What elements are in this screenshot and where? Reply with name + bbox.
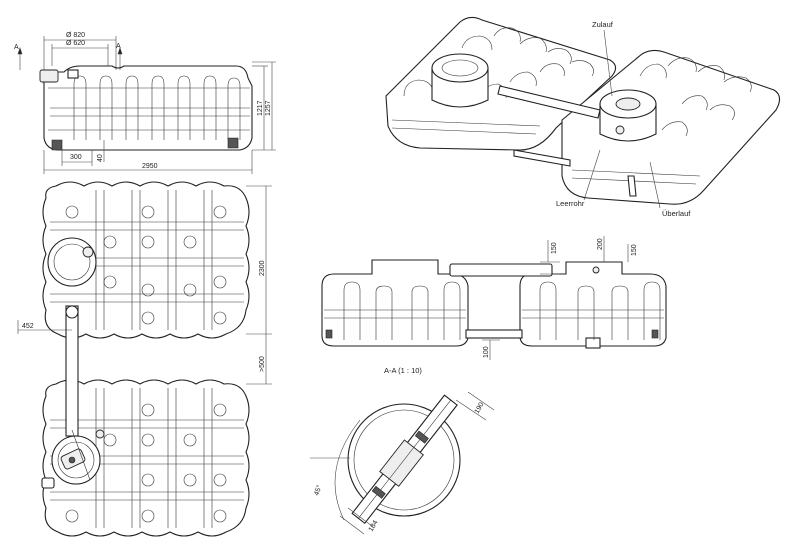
isometric-view: Zulauf Leerrohr Überlauf <box>385 16 781 218</box>
dim-100: 100 <box>483 346 490 358</box>
iso-manhole-left <box>431 53 489 108</box>
top-tank-2-manhole <box>51 429 105 485</box>
dim-pipe-offset: 452 <box>22 323 34 330</box>
dim-190: 190 <box>474 401 486 415</box>
connecting-pipe <box>41 305 91 489</box>
dim-height-2: 1257 <box>265 100 272 116</box>
section-view: A-A (1 : 10) 45° 190 184 <box>310 366 495 535</box>
iso-manhole-right <box>599 89 657 142</box>
dim-150-left: 150 <box>551 242 558 254</box>
side-tank-left <box>321 259 469 347</box>
dim-length: 2950 <box>142 163 158 170</box>
top-tank-2-bosses <box>65 403 227 523</box>
dim-200: 200 <box>597 238 604 250</box>
side-view: 150 200 150 100 <box>321 236 667 360</box>
dim-offset: 300 <box>70 154 82 161</box>
label-inlet: Zulauf <box>592 20 614 29</box>
dim-184: 184 <box>368 519 380 533</box>
dim-height-1: 1217 <box>257 100 264 116</box>
dim-150-right: 150 <box>631 244 638 256</box>
section-title: A-A (1 : 10) <box>384 366 422 375</box>
dim-min-spacing: >500 <box>259 356 266 372</box>
label-overflow: Überlauf <box>662 209 691 218</box>
dim-width: 2300 <box>259 260 266 276</box>
iso-tank-right <box>561 49 781 205</box>
iso-pipe <box>497 85 637 197</box>
top-view: 2300 >500 452 <box>17 181 272 537</box>
top-tank-1-outline <box>42 181 250 339</box>
dim-small: 40 <box>97 154 104 162</box>
section-marker-right: A <box>116 43 121 50</box>
dim-outer-diameter: Ø 820 <box>66 32 85 39</box>
front-view: A A Ø 820 Ø 620 1217 1257 300 40 2950 <box>14 32 276 174</box>
dim-angle: 45° <box>312 484 323 497</box>
label-drain-pipe: Leerrohr <box>556 199 585 208</box>
top-tank-1-manhole <box>47 237 97 287</box>
section-marker-left: A <box>14 44 19 51</box>
dim-inner-diameter: Ø 620 <box>66 40 85 47</box>
